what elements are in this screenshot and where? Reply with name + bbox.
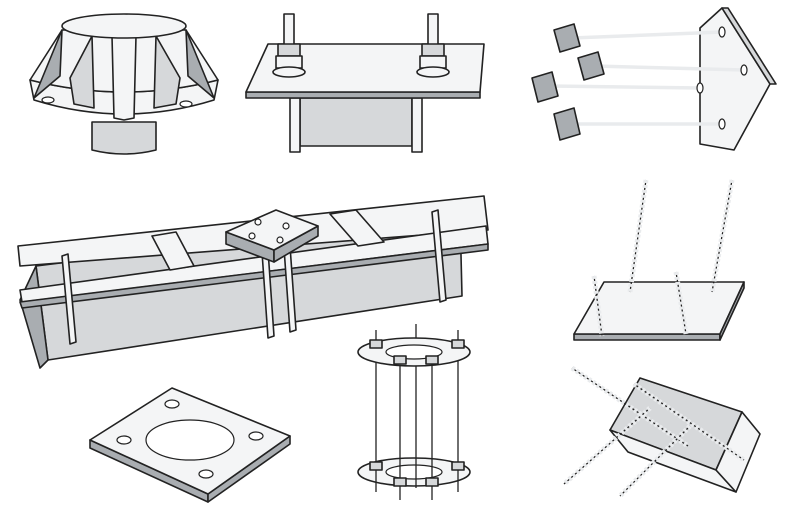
angle-plate-rebar-icon — [562, 365, 761, 498]
square-flange-plate-icon — [89, 387, 291, 503]
welded-i-beam-icon — [17, 195, 489, 369]
bolted-base-plate-icon — [245, 13, 485, 153]
plate-rebar-anchors-icon — [573, 179, 745, 341]
embedded-plate-headed-studs-icon — [531, 7, 777, 151]
column-base-stiffener-icon — [29, 13, 219, 155]
anchor-bolt-cage-icon — [357, 324, 471, 500]
